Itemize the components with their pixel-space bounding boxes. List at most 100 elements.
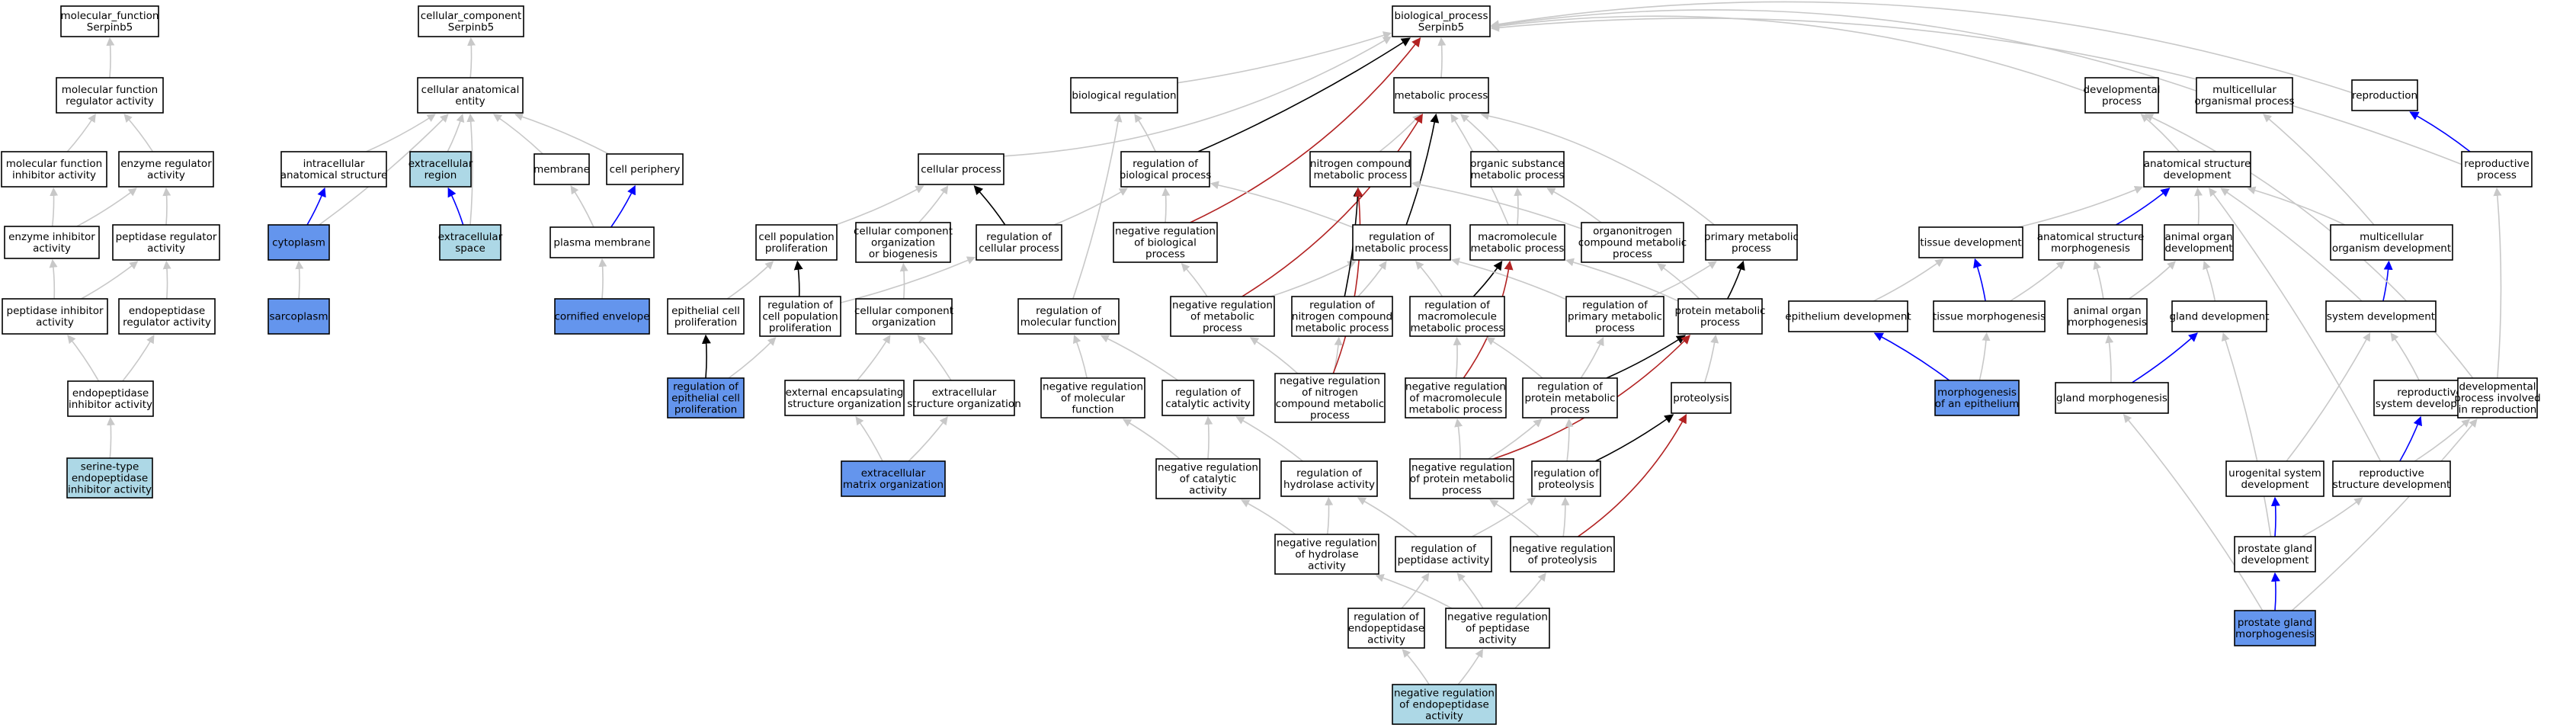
node-system_dev[interactable]: system development (2325, 300, 2437, 332)
node-reproduction[interactable]: reproduction (2351, 79, 2418, 111)
node-sarcoplasm[interactable]: sarcoplasm (268, 298, 330, 335)
node-proteolysis[interactable]: proteolysis (1671, 382, 1732, 414)
node-cytoplasm[interactable]: cytoplasm (268, 224, 330, 261)
node-epi_dev[interactable]: epithelium development (1785, 300, 1911, 332)
node-cornified_env[interactable]: cornified envelope (554, 298, 650, 335)
node-bio_reg[interactable]: biological regulation (1070, 77, 1178, 114)
node-cellular_proc[interactable]: cellular process (918, 153, 1004, 185)
edge-is_a-multicell_proc-to-bp_root (1490, 9, 2197, 91)
node-label-reg_proteolysis-0: regulation of (1533, 467, 1600, 479)
edge-is_a-animal_organ_morph-to-anat_struct_morph (2093, 260, 2104, 300)
edge-is_a-multicell_org_dev-to-anat_struct_dev (2247, 186, 2346, 226)
node-membrane[interactable]: membrane (533, 153, 590, 185)
node-metab_proc[interactable]: metabolic process (1393, 77, 1489, 114)
edge-is_a-reg_pep_act-to-reg_proteolysis (1472, 497, 1536, 537)
edge-part_of-reg_cell_proc-to-cellular_proc (973, 185, 1006, 226)
node-label-neg_reg_endo_act-0: negative regulation (1394, 688, 1495, 700)
edge-is_a-neg_reg_cat_act-to-neg_reg_mol_func (1122, 419, 1181, 460)
edge-is_a-mf_reg_act-to-mf_root (106, 37, 115, 79)
node-box-reg_primary_metab (1565, 296, 1664, 337)
node-label-reg_macro_metab-0: regulation of (1424, 300, 1491, 312)
node-tissue_dev[interactable]: tissue development (1918, 226, 2023, 258)
edge-neg-neg_reg_nitro_metab-to-nitro_metab (1332, 187, 1363, 374)
node-box-pep_inh_act (2, 298, 108, 335)
node-plasma_membrane[interactable]: plasma membrane (549, 226, 655, 258)
node-tissue_morph[interactable]: tissue morphogenesis (1933, 300, 2046, 332)
node-gland_morph[interactable]: gland morphogenesis (2055, 382, 2169, 414)
node-gland_dev[interactable]: gland development (2169, 300, 2270, 332)
node-cell_periphery[interactable]: cell periphery (606, 153, 684, 185)
node-label-prostate_dev-1: development (2241, 554, 2308, 566)
